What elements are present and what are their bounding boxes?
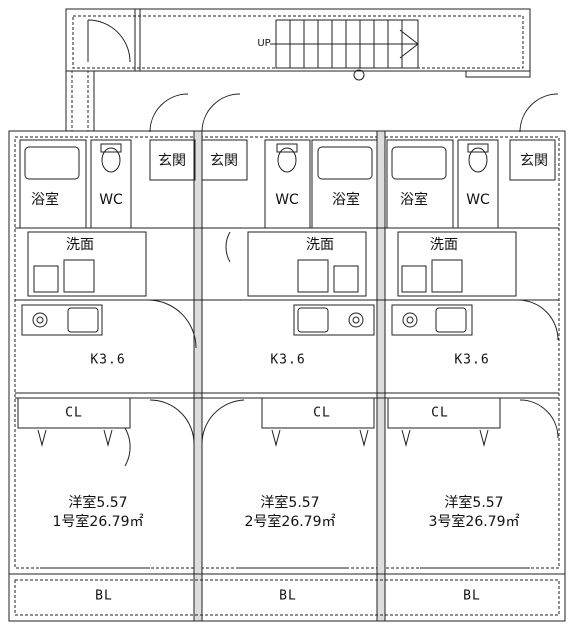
upper-corridor (65, 8, 531, 72)
unit-1-kitchen-label: K3.6 (90, 352, 126, 368)
unit-3-entrance-label: 玄関 (520, 153, 548, 169)
unit-1-fixtures (17, 139, 197, 467)
bathtub-icon (317, 146, 373, 180)
unit-3-balcony-label: BL (463, 588, 481, 604)
unit-2-area-label: 2号室26.79㎡ (244, 514, 336, 530)
unit-3-area-label: 3号室26.79㎡ (428, 514, 520, 530)
bathtub-icon (24, 146, 80, 180)
unit-2-balcony-label: BL (279, 588, 297, 604)
unit-3-kitchen-label: K3.6 (454, 352, 490, 368)
unit-1-entrance-label: 玄関 (158, 153, 186, 169)
toilet-icon (468, 147, 488, 173)
unit-1-room-label: 洋室5.57 (68, 495, 128, 511)
unit-1-balcony-label: BL (95, 588, 113, 604)
unit-3-wc-label: WC (466, 192, 490, 208)
staircase (270, 19, 419, 69)
meter-icon (353, 69, 365, 81)
unit-3-closet-label: CL (431, 405, 449, 421)
unit-2-closet-label: CL (313, 405, 331, 421)
sink-icon (391, 304, 473, 336)
unit-1-bath-label: 浴室 (31, 192, 59, 208)
bathtub-icon (391, 146, 447, 180)
stair-up-label: UP (257, 38, 271, 49)
party-wall-2-3 (376, 130, 386, 622)
unit-3-room-label: 洋室5.57 (444, 495, 504, 511)
sink-icon (21, 304, 103, 336)
unit-2-washroom-label: 洗面 (306, 237, 334, 253)
washer-icon (63, 259, 95, 293)
unit-1-wc-label: WC (99, 192, 123, 208)
basin-icon (401, 265, 427, 293)
door-swing (87, 19, 131, 63)
unit-3-fixtures (386, 139, 559, 447)
balcony-outline (8, 573, 566, 622)
toilet-icon (277, 147, 297, 173)
basin-icon (333, 265, 359, 293)
unit-1-area-label: 1号室26.79㎡ (52, 514, 144, 530)
washer-icon (431, 259, 463, 293)
unit-3-bath-label: 浴室 (400, 192, 428, 208)
unit-1-closet-label: CL (65, 405, 83, 421)
party-wall-1-2 (193, 130, 203, 622)
unit-2-kitchen-label: K3.6 (270, 352, 306, 368)
toilet-icon (101, 147, 121, 173)
unit-3-washroom-label: 洗面 (430, 237, 458, 253)
washer-icon (297, 259, 329, 293)
unit-2-fixtures (201, 139, 378, 447)
unit-2-entrance-label: 玄関 (210, 153, 238, 169)
basin-icon (33, 265, 59, 293)
unit-2-bath-label: 浴室 (332, 192, 360, 208)
unit-2-wc-label: WC (275, 192, 299, 208)
unit-2-room-label: 洋室5.57 (260, 495, 320, 511)
sink-icon (293, 304, 375, 336)
unit-1-washroom-label: 洗面 (66, 237, 94, 253)
